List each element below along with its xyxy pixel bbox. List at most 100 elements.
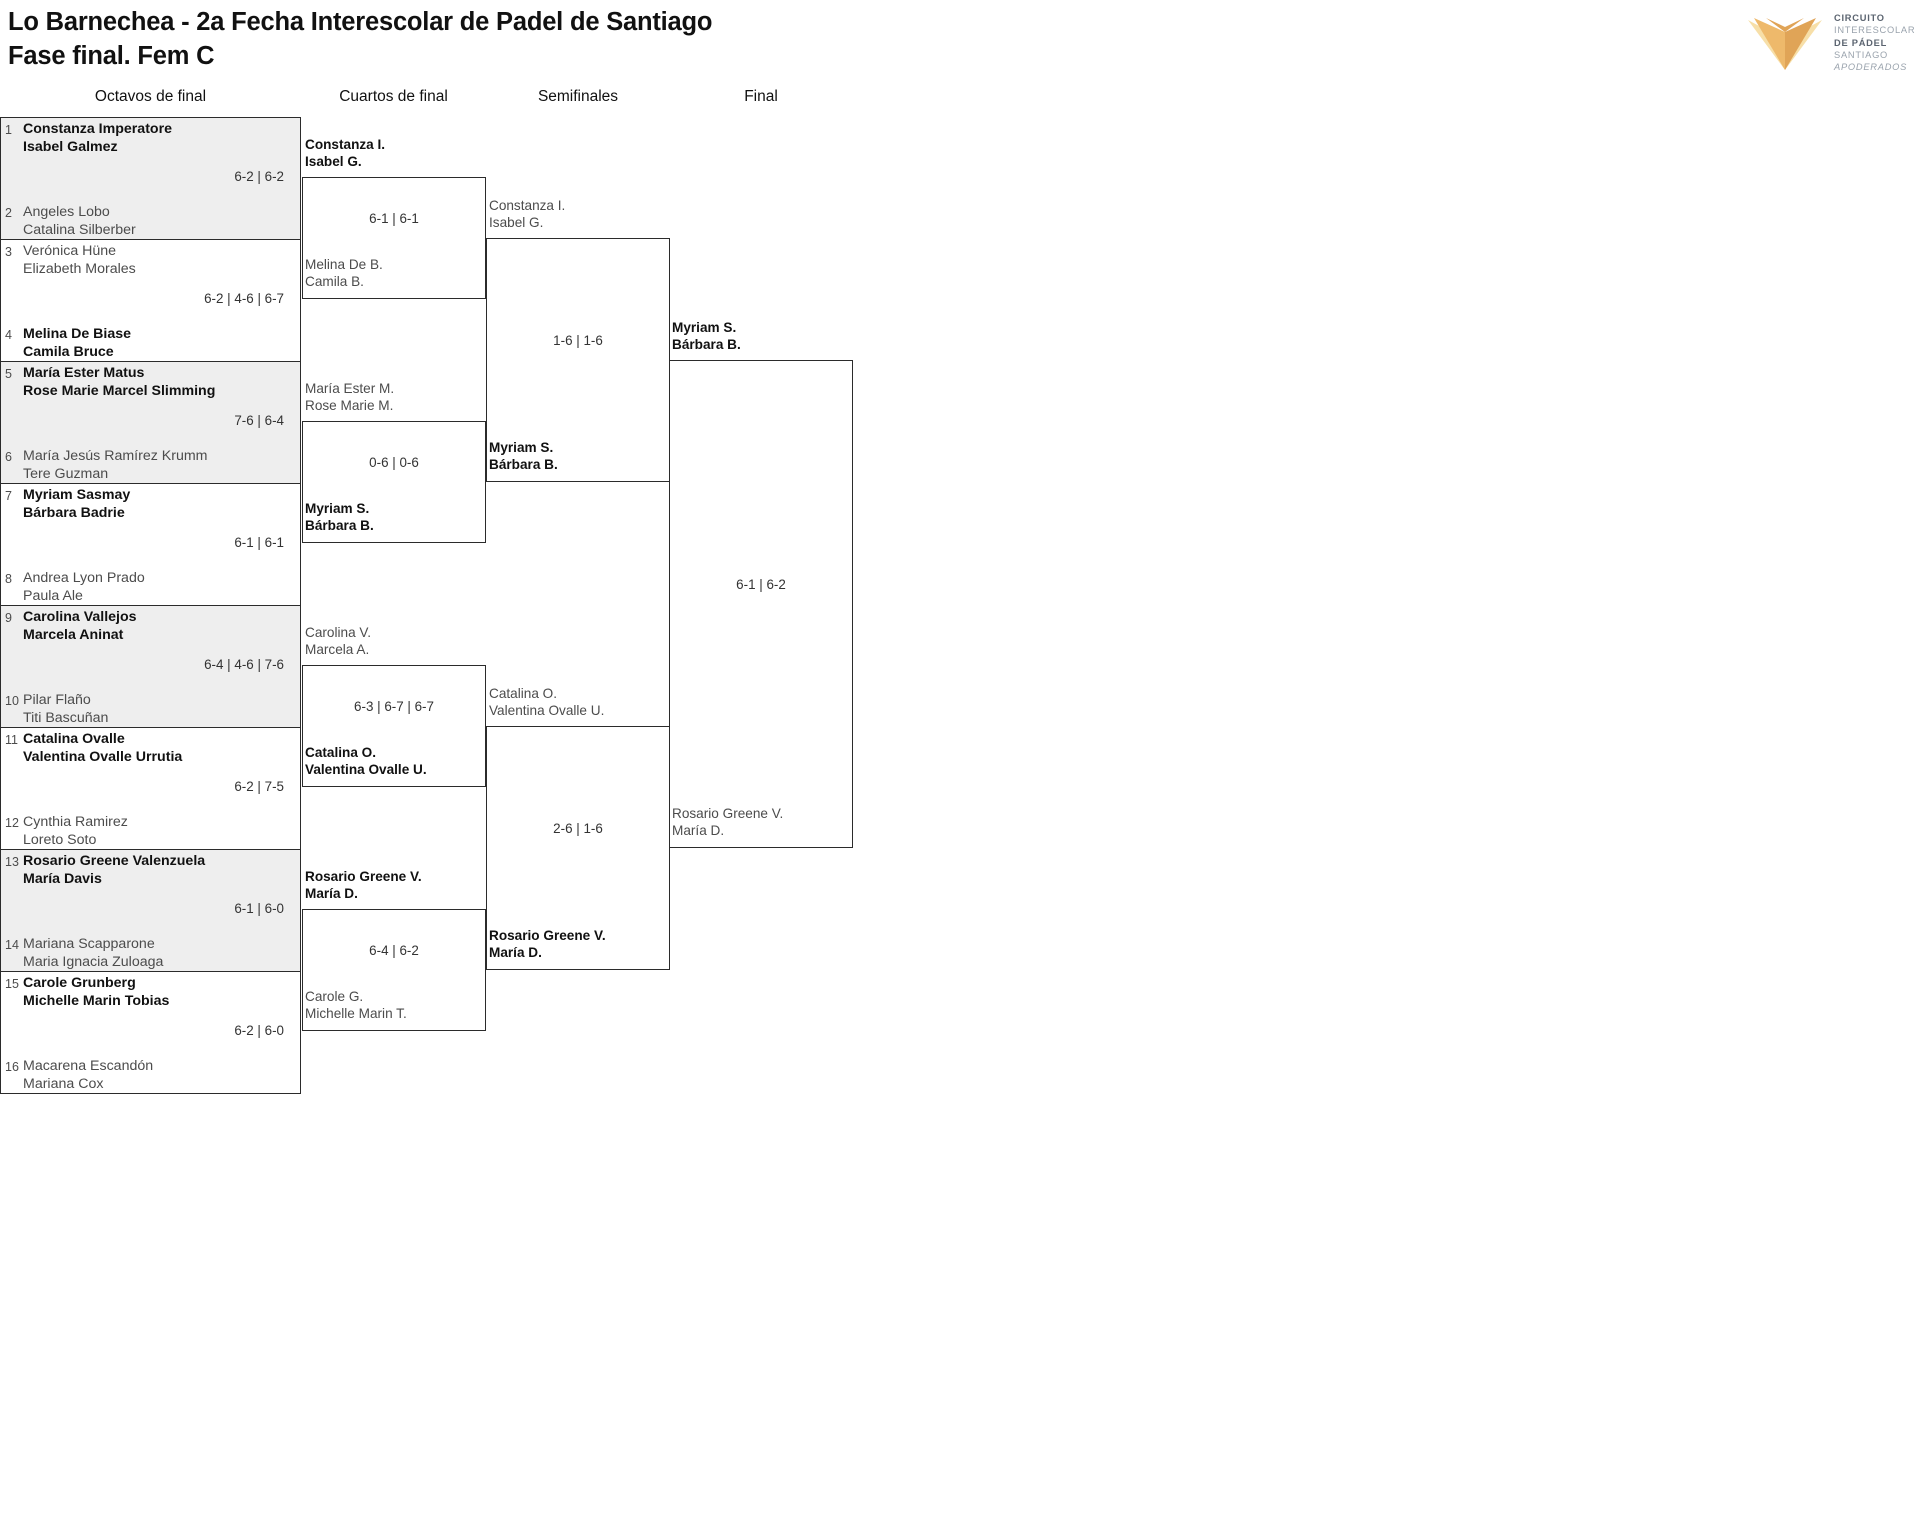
logo-line-2: INTERESCOLAR [1834,25,1916,36]
bracket-entrant[interactable]: Catalina O.Valentina Ovalle U. [489,686,719,720]
player-name: Rosario Greene V. [672,806,784,821]
bracket-entrant[interactable]: María Ester M.Rose Marie M. [305,381,535,415]
match-score: 2-6 | 1-6 [553,821,603,836]
player-name: María D. [305,885,358,901]
player-name: Myriam S. [672,320,737,335]
match-score: 6-4 | 6-2 [369,943,419,958]
round-header-cuartos: Cuartos de final [339,88,448,105]
player-name: María Ester Matus [23,365,145,381]
player-name: Andrea Lyon Prado [23,570,145,586]
seed-number: 7 [5,489,12,503]
seed-number: 2 [5,206,12,220]
bracket-entrant[interactable]: Constanza I.Isabel G. [305,137,535,171]
logo-line-3: DE PÁDEL [1834,37,1888,48]
seed-number: 6 [5,450,12,464]
player-name: Catalina Ovalle [23,731,125,747]
bracket-entrant[interactable]: Myriam S.Bárbara B. [489,440,719,474]
bracket-connector: 6-1 | 6-2 [669,360,853,848]
player-name: Macarena Escandón [23,1058,154,1074]
bracket-connector: 0-6 | 0-6 [302,421,486,543]
player-name: Loreto Soto [23,831,97,848]
match-score: 6-2 | 4-6 | 6-7 [204,291,284,306]
player-name: Tere Guzman [23,465,109,482]
round-header-final: Final [744,88,778,105]
bracket-entrant[interactable]: Melina De B.Camila B. [305,257,535,291]
logo-line-4: SANTIAGO [1834,50,1889,61]
bracket-entrant[interactable]: Carolina V.Marcela A. [305,625,535,659]
player-name: Paula Ale [23,587,83,604]
bracket-entrant[interactable]: Carole G.Michelle Marin T. [305,989,535,1023]
player-name: Rose Marie Marcel Slimming [23,382,216,399]
match-score: 6-2 | 6-2 [234,169,284,184]
match-score: 6-2 | 6-0 [234,1023,284,1038]
bracket-connector: 6-4 | 6-2 [302,909,486,1031]
player-name: Camila B. [305,273,364,289]
match-score: 6-1 | 6-2 [736,577,786,592]
player-name: Marcela A. [305,641,370,657]
seed-number: 4 [5,328,12,342]
round-header-semifinales: Semifinales [537,88,619,105]
match-score: 7-6 | 6-4 [234,413,284,428]
bracket-connector: 6-3 | 6-7 | 6-7 [302,665,486,787]
player-name: Valentina Ovalle Urrutia [23,748,183,765]
seed-number: 13 [5,855,19,869]
seed-number: 5 [5,367,12,381]
bracket-entrant[interactable]: Myriam S.Bárbara B. [672,320,902,354]
bracket-entrant[interactable]: Rosario Greene V.María D. [305,869,535,903]
player-name: Michelle Marin T. [305,1005,407,1021]
logo-line-5: APODERADOS [1834,62,1908,73]
match-score: 0-6 | 0-6 [369,455,419,470]
player-name: Rosario Greene Valenzuela [23,853,206,869]
player-name: Isabel G. [305,153,362,169]
player-name: Carolina V. [305,625,371,640]
seed-number: 10 [5,694,19,708]
bracket-connector: 2-6 | 1-6 [486,726,670,970]
player-name: Rosario Greene V. [305,869,422,884]
tournament-logo: CIRCUITO INTERESCOLAR DE PÁDEL SANTIAGO … [1746,4,1916,78]
player-name: Constanza Imperatore [23,121,173,137]
bracket-entrant[interactable]: Constanza I.Isabel G. [489,198,719,232]
bracket-entrant[interactable]: Myriam S.Bárbara B. [305,501,535,535]
player-name: Mariana Cox [23,1075,104,1092]
bracket-entrant[interactable]: Rosario Greene V.María D. [489,928,719,962]
logo-text: CIRCUITO INTERESCOLAR DE PÁDEL SANTIAGO … [1834,12,1915,74]
player-name: Carolina Vallejos [23,609,137,625]
player-name: Myriam Sasmay [23,487,131,503]
match-score: 6-1 | 6-1 [234,535,284,550]
player-name: Bárbara B. [489,456,558,472]
player-name: Valentina Ovalle U. [305,761,427,777]
match-score: 6-3 | 6-7 | 6-7 [354,699,434,714]
player-name: Cynthia Ramirez [23,814,128,830]
player-name: Valentina Ovalle U. [489,702,605,718]
bracket-entrant[interactable]: Catalina O.Valentina Ovalle U. [305,745,535,779]
bracket-entrant[interactable]: Rosario Greene V.María D. [672,806,902,840]
seed-number: 3 [5,245,12,259]
